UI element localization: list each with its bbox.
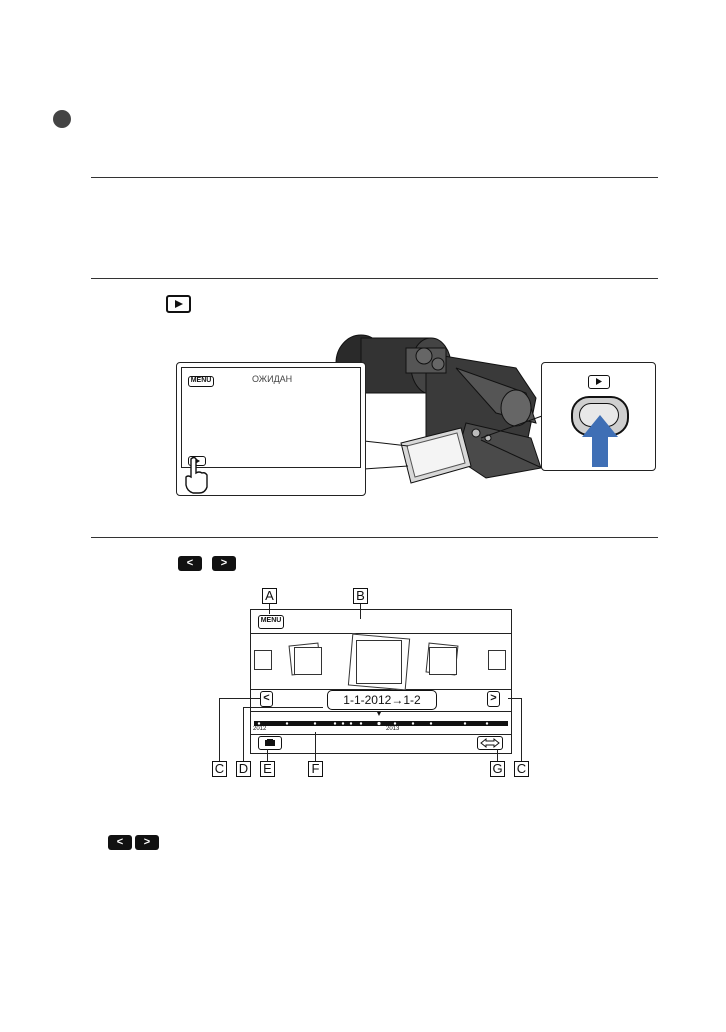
camcorder-illustration xyxy=(176,328,656,498)
next-arrow-icon: > xyxy=(212,556,236,571)
divider-2 xyxy=(91,278,658,279)
double-arrow-icon xyxy=(480,737,500,749)
date-range-label: 1-1-2012→1-2 xyxy=(327,690,437,710)
event-thumb-3[interactable] xyxy=(356,640,402,684)
timeline-track xyxy=(254,721,508,726)
press-arrow-icon xyxy=(582,415,618,467)
timeline-year-2012: 2012 xyxy=(253,726,267,732)
inset-playback-label-icon xyxy=(588,375,610,389)
text-prev-arrow-icon: < xyxy=(108,835,132,850)
divider-1 xyxy=(91,177,658,178)
event-thumb-1[interactable] xyxy=(254,650,272,670)
callout-d: D xyxy=(236,761,251,777)
timeline-bar[interactable]: 2012 2013 xyxy=(251,711,511,735)
event-thumb-4[interactable] xyxy=(429,647,457,675)
event-thumb-5[interactable] xyxy=(488,650,506,670)
event-view-diagram: A B C D E F G C MENU < > 1-1-2012→1-2 xyxy=(210,585,530,780)
lcd-status-text: ОЖИДАН xyxy=(252,374,293,384)
playback-button-inset xyxy=(541,362,656,471)
callout-f: F xyxy=(308,761,323,777)
prev-event-button[interactable]: < xyxy=(260,691,273,707)
menu-button[interactable]: MENU xyxy=(258,615,284,629)
change-scale-button[interactable] xyxy=(477,736,503,750)
callout-b: B xyxy=(353,588,368,604)
film-icon xyxy=(265,739,275,746)
lcd-menu-button[interactable]: MENU xyxy=(188,376,214,387)
switch-image-type-button[interactable] xyxy=(258,736,282,750)
event-thumb-2[interactable] xyxy=(294,647,322,675)
step-bullet xyxy=(53,110,71,128)
text-next-arrow-icon: > xyxy=(135,835,159,850)
divider-3 xyxy=(91,537,658,538)
timeline-markers xyxy=(257,712,489,726)
callout-a: A xyxy=(262,588,277,604)
callout-c-left: C xyxy=(212,761,227,777)
finger-tap-icon xyxy=(185,456,208,494)
callout-g: G xyxy=(490,761,505,777)
callout-c-right: C xyxy=(514,761,529,777)
event-thumbnail-strip xyxy=(250,633,512,691)
next-event-button[interactable]: > xyxy=(487,691,500,707)
playback-icon xyxy=(166,295,191,313)
callout-e: E xyxy=(260,761,275,777)
lcd-screen: MENU ОЖИДАН xyxy=(181,367,361,468)
timeline-year-2013: 2013 xyxy=(386,726,400,732)
prev-arrow-icon: < xyxy=(178,556,202,571)
event-view-screen: MENU < > 1-1-2012→1-2 xyxy=(250,609,512,754)
lcd-inset: MENU ОЖИДАН xyxy=(176,362,366,496)
